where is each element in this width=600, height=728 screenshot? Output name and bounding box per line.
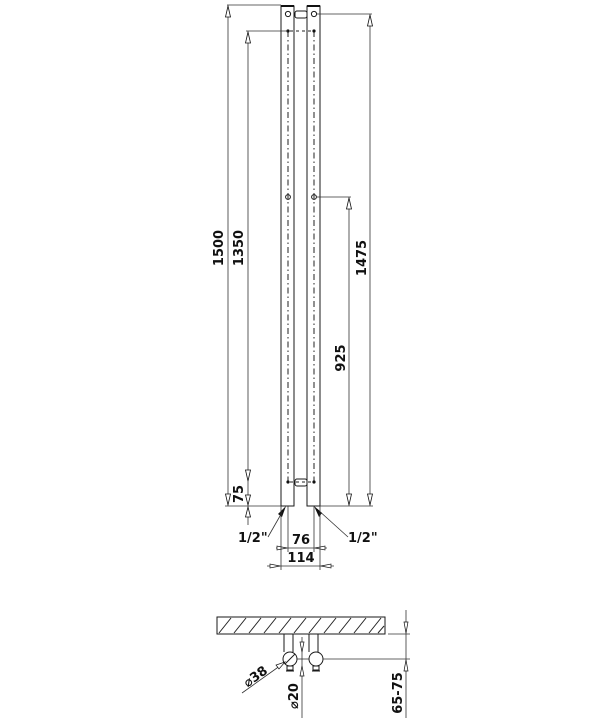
- label-diameter-20: ⌀20: [287, 683, 302, 709]
- top-hole-left: [284, 10, 292, 18]
- label-76: 76: [292, 533, 310, 548]
- wall: [216, 616, 386, 635]
- top-hole-right: [310, 10, 318, 18]
- label-925: 925: [334, 344, 349, 371]
- dim-1500: 1500: [212, 4, 281, 506]
- inlet-right-leader: 1/2": [314, 506, 378, 546]
- label-1500: 1500: [212, 230, 227, 266]
- label-65-75: 65-75: [391, 672, 406, 714]
- dim-75: 75: [232, 482, 252, 525]
- label-inlet-right: 1/2": [348, 531, 378, 546]
- side-view: ⌀20 ⌀38 65-75: [216, 610, 410, 718]
- label-1475: 1475: [355, 240, 370, 276]
- dim-diameter-20: ⌀20: [287, 637, 305, 718]
- label-1350: 1350: [232, 230, 247, 266]
- dim-1475: 1475: [316, 13, 374, 506]
- bottom-connector: [294, 478, 308, 487]
- top-connector: [294, 10, 308, 19]
- dim-76: 76: [276, 506, 327, 552]
- dim-925: 925: [316, 196, 353, 506]
- label-inlet-left: 1/2": [238, 531, 268, 546]
- dim-diameter-38: ⌀38: [241, 661, 287, 694]
- dim-114: 114: [267, 506, 334, 570]
- mid-hole-left: [285, 194, 291, 200]
- tube-right-section: [308, 651, 324, 667]
- label-75: 75: [232, 485, 247, 503]
- wall-hatch: [218, 617, 385, 634]
- label-diameter-38: ⌀38: [241, 663, 271, 690]
- inlet-left-leader: 1/2": [238, 506, 286, 546]
- front-view: 1500 1350 75 1475: [212, 4, 378, 570]
- dim-65-75: 65-75: [323, 610, 410, 718]
- dim-1350: 1350: [232, 30, 288, 482]
- label-114: 114: [287, 551, 314, 566]
